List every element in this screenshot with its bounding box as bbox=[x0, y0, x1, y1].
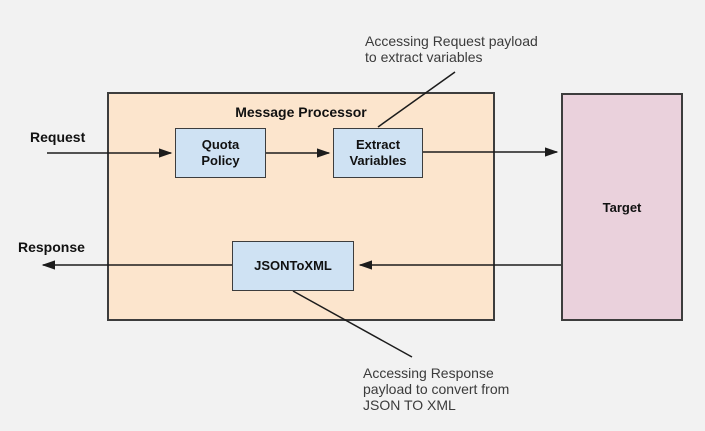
message-processor-title: Message Processor bbox=[235, 104, 367, 120]
response-label: Response bbox=[18, 239, 85, 255]
request-label: Request bbox=[30, 129, 86, 145]
bottom-annotation: Accessing Response payload to convert fr… bbox=[363, 365, 510, 413]
quota-policy-node: Quota Policy bbox=[175, 128, 266, 178]
target-node: Target bbox=[561, 93, 683, 321]
extract-variables-node: Extract Variables bbox=[333, 128, 423, 178]
jsontoxml-node: JSONToXML bbox=[232, 241, 354, 291]
top-annotation: Accessing Request payload to extract var… bbox=[365, 33, 538, 65]
